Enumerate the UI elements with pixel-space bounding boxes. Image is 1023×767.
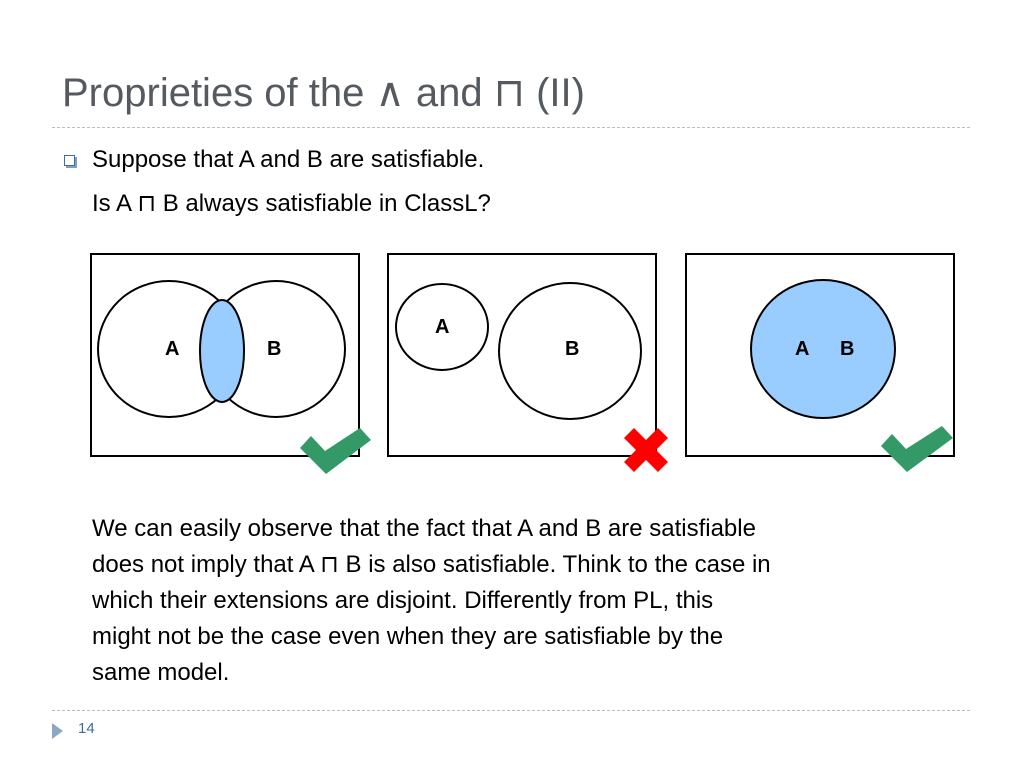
set-b-label: B: [840, 338, 854, 360]
check-mark-icon: [881, 426, 953, 472]
triangle-bullet-icon: [52, 723, 63, 739]
check-mark-icon: [300, 428, 371, 474]
footer-divider: [52, 710, 970, 711]
set-a-circle: [395, 283, 489, 371]
bullet-line-1: Suppose that A and B are satisfiable.: [92, 146, 485, 173]
bullet-line-2: Is A ⊓ B always satisfiable in ClassL?: [92, 190, 491, 217]
set-b-circle: [498, 282, 642, 420]
set-a-label: A: [435, 316, 449, 338]
paragraph-line: same model.: [92, 659, 230, 686]
paragraph-line: which their extensions are disjoint. Dif…: [92, 587, 714, 614]
intersection-region: [199, 299, 245, 403]
set-a-label: A: [795, 338, 809, 360]
explanation-paragraph: We can easily observe that the fact that…: [92, 511, 972, 691]
set-ab-circle: [750, 279, 896, 419]
title-divider: [52, 127, 970, 128]
diagram-coinciding: A B: [685, 253, 955, 472]
bullet-square-icon: [64, 155, 75, 166]
paragraph-line: might not be the case even when they are…: [92, 623, 724, 650]
set-a-label: A: [165, 338, 179, 360]
diagram-disjoint: A B: [387, 253, 668, 472]
paragraph-line: does not imply that A ⊓ B is also satisf…: [92, 551, 771, 578]
slide-title: Proprieties of the ∧ and ⊓ (II): [62, 71, 585, 115]
set-b-label: B: [267, 338, 281, 360]
paragraph-line: We can easily observe that the fact that…: [92, 515, 756, 542]
set-b-label: B: [565, 338, 579, 360]
diagram-overlapping: A B: [90, 253, 371, 474]
page-number: 14: [78, 720, 95, 737]
diagram-frame: [387, 253, 657, 457]
cross-mark-icon: [624, 428, 668, 472]
